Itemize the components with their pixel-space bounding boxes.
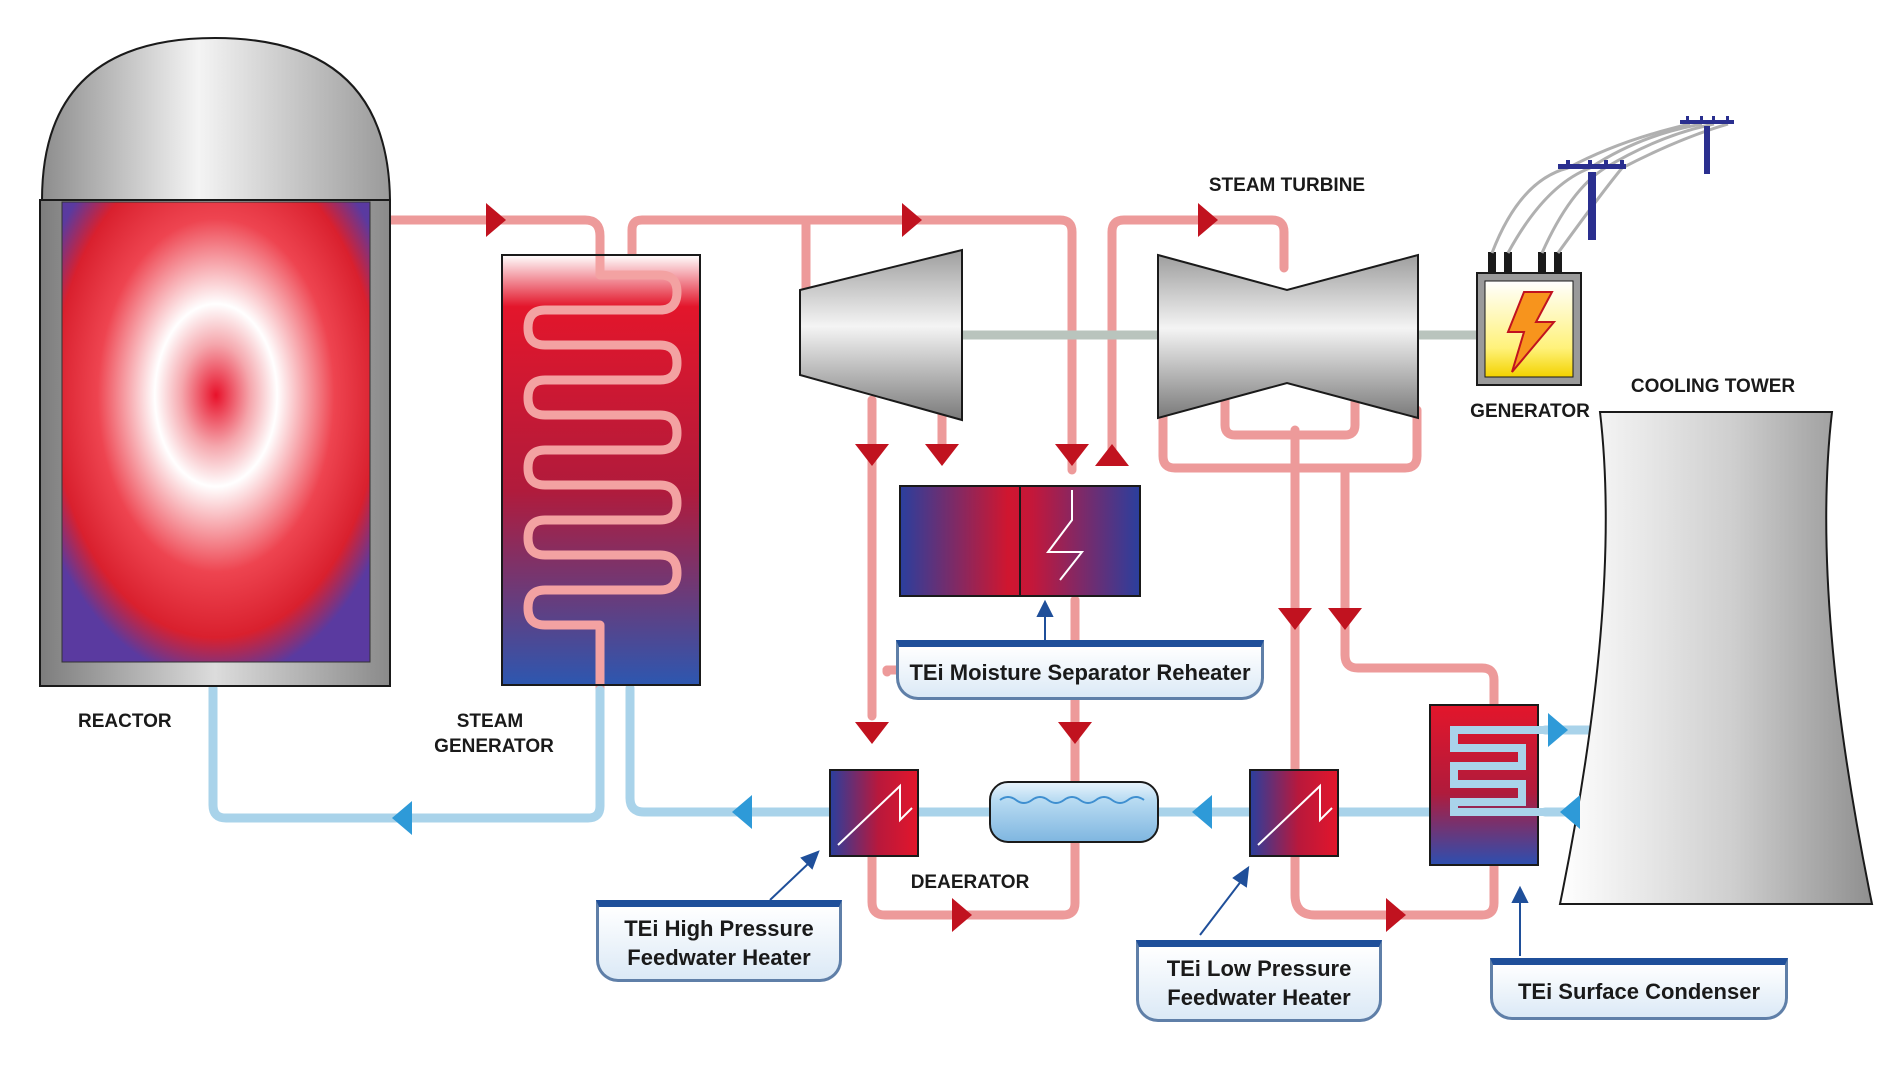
reactor-core xyxy=(61,201,371,663)
deaerator-water-surface xyxy=(999,796,1145,804)
arrow-right xyxy=(1386,898,1406,932)
callout-surface-condenser: TEi Surface Condenser xyxy=(1490,958,1788,1020)
callout-text: TEi Moisture Separator Reheater xyxy=(909,659,1251,685)
arrow-left xyxy=(392,801,412,835)
hp-feedwater-heater xyxy=(829,769,919,857)
callout-text-line1: TEi Low Pressure xyxy=(1166,956,1352,981)
arrow-left xyxy=(1192,795,1212,829)
power-lines xyxy=(1490,116,1734,254)
steam-flow-arrows xyxy=(486,203,1406,932)
arrow-left xyxy=(1560,795,1580,829)
arrow-right xyxy=(952,898,972,932)
deaerator-label: DEAERATOR xyxy=(911,872,1030,893)
callout-text-line2: Feedwater Heater xyxy=(1167,985,1351,1010)
water-flow-arrows xyxy=(392,713,1580,835)
arrow-left xyxy=(732,795,752,829)
steam-generator-label-line2: GENERATOR xyxy=(434,736,554,757)
callout-pointers xyxy=(769,599,1529,956)
pipe-lp-exhaust-inner xyxy=(1220,389,1360,440)
generator-terminals xyxy=(1488,252,1496,274)
pipe-turbine-to-condenser xyxy=(1340,463,1499,717)
moisture-separator-reheater xyxy=(899,485,1141,597)
pipe-main-steam xyxy=(627,215,1077,445)
cooling-tower xyxy=(1558,411,1874,905)
pipe-lp-exhaust-loop xyxy=(1158,405,1422,473)
arrow-down xyxy=(1058,722,1092,744)
pipe-reactor-to-steam-generator xyxy=(385,215,605,273)
arrow-down xyxy=(1328,608,1362,630)
arrow-right xyxy=(1548,713,1568,747)
power-pole-near xyxy=(1558,160,1626,240)
cooling-tower-label: COOLING TOWER xyxy=(1631,376,1796,397)
deaerator-tank xyxy=(989,781,1159,843)
reactor-dome xyxy=(40,36,392,201)
arrow-down xyxy=(855,722,889,744)
reheater-coil-icon xyxy=(1046,490,1085,581)
hp-heater-coil-icon xyxy=(837,783,913,846)
callout-hp-feedwater-heater: TEi High Pressure Feedwater Heater xyxy=(596,900,842,982)
arrow-right xyxy=(486,203,506,237)
lp-heater-coil-icon xyxy=(1257,783,1333,846)
lp-feedwater-heater xyxy=(1249,769,1339,857)
hp-turbine xyxy=(799,248,963,422)
arrow-down xyxy=(855,444,889,466)
steam-generator-tubes xyxy=(523,256,682,684)
arrow-right xyxy=(902,203,922,237)
power-pole-far xyxy=(1680,116,1734,174)
lp-steam-turbine xyxy=(1157,253,1419,420)
callout-moisture-separator-reheater: TEi Moisture Separator Reheater xyxy=(896,640,1264,700)
arrow-down xyxy=(1278,608,1312,630)
surface-condenser xyxy=(1429,704,1545,866)
steam-generator-vessel xyxy=(501,254,701,686)
arrow-down xyxy=(925,444,959,466)
arrow-down xyxy=(1055,444,1089,466)
arrow-up xyxy=(1095,444,1129,466)
steam-turbine-label: STEAM TURBINE xyxy=(1209,175,1365,196)
generator xyxy=(1476,252,1582,386)
pipe-feedwater-main xyxy=(625,683,1445,817)
pipe-hp-heater-drain xyxy=(867,835,1080,920)
callout-text: TEi Surface Condenser xyxy=(1517,978,1761,1004)
callout-text-line1: TEi High Pressure xyxy=(624,916,814,941)
reactor-label: REACTOR xyxy=(78,711,172,732)
steam-generator-label-line1: STEAM xyxy=(457,711,524,732)
callout-lp-feedwater-heater: TEi Low Pressure Feedwater Heater xyxy=(1136,940,1382,1022)
callout-text-line2: Feedwater Heater xyxy=(627,945,811,970)
reactor xyxy=(39,36,392,687)
lightning-bolt-icon xyxy=(1506,291,1557,373)
condenser-coil-icon xyxy=(1450,726,1545,816)
generator-label: GENERATOR xyxy=(1470,401,1590,422)
arrow-right xyxy=(1198,203,1218,237)
